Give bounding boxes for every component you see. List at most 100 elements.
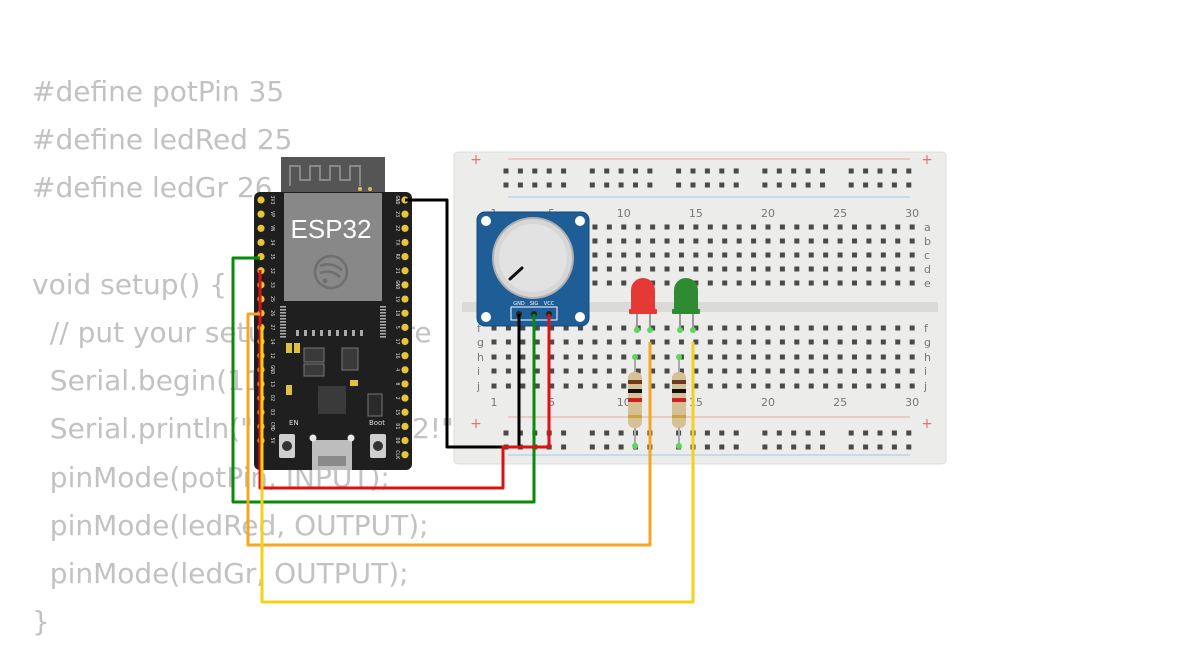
rail-hole[interactable] [618, 444, 624, 450]
rail-hole[interactable] [604, 444, 610, 450]
breadboard-hole[interactable] [808, 325, 814, 331]
breadboard-hole[interactable] [837, 238, 843, 244]
rail-hole[interactable] [561, 168, 567, 174]
breadboard-hole[interactable] [664, 325, 670, 331]
rail-hole[interactable] [517, 182, 523, 188]
breadboard-hole[interactable] [606, 238, 612, 244]
breadboard-hole[interactable] [779, 339, 785, 345]
breadboard-hole[interactable] [650, 368, 656, 374]
breadboard-hole[interactable] [722, 354, 728, 360]
rail-hole[interactable] [704, 430, 710, 436]
breadboard-hole[interactable] [823, 354, 829, 360]
breadboard-hole[interactable] [722, 339, 728, 345]
rail-hole[interactable] [805, 430, 811, 436]
wire-green-sig[interactable] [231, 256, 536, 504]
breadboard-hole[interactable] [664, 368, 670, 374]
rail-hole[interactable] [546, 168, 552, 174]
breadboard-hole[interactable] [635, 368, 641, 374]
breadboard-hole[interactable] [823, 252, 829, 258]
breadboard-hole[interactable] [563, 354, 569, 360]
esp32-left-pin[interactable] [257, 196, 265, 204]
breadboard-hole[interactable] [794, 325, 800, 331]
breadboard-hole[interactable] [909, 339, 915, 345]
breadboard-hole[interactable] [751, 280, 757, 286]
code-line[interactable]: #define ledGr 26 [32, 171, 273, 205]
rail-hole[interactable] [633, 168, 638, 174]
rail-hole[interactable] [891, 430, 897, 436]
esp32-left-pin[interactable] [257, 224, 265, 232]
breadboard-hole[interactable] [895, 339, 901, 345]
potentiometer[interactable]: GND SIG VCC [476, 211, 590, 327]
rail-hole[interactable] [503, 430, 509, 436]
esp32-right-pin[interactable] [401, 380, 409, 388]
breadboard-hole[interactable] [808, 368, 814, 374]
breadboard-hole[interactable] [866, 368, 872, 374]
breadboard-hole[interactable] [751, 325, 757, 331]
rail-hole[interactable] [762, 444, 768, 450]
esp32-right-pin[interactable] [401, 323, 409, 331]
rail-hole[interactable] [877, 182, 883, 188]
breadboard-hole[interactable] [578, 383, 584, 389]
rail-hole[interactable] [791, 182, 797, 188]
breadboard-hole[interactable] [794, 266, 800, 272]
breadboard-hole[interactable] [707, 383, 713, 389]
breadboard-hole[interactable] [751, 224, 757, 230]
breadboard-hole[interactable] [505, 368, 511, 374]
rail-hole[interactable] [891, 444, 897, 450]
esp32-right-pin[interactable] [401, 451, 409, 459]
breadboard-hole[interactable] [722, 368, 728, 374]
breadboard-hole[interactable] [621, 238, 627, 244]
breadboard-hole[interactable] [707, 224, 713, 230]
breadboard-hole[interactable] [693, 224, 699, 230]
rail-hole[interactable] [647, 182, 653, 188]
breadboard-hole[interactable] [650, 252, 656, 258]
breadboard-hole[interactable] [678, 224, 684, 230]
breadboard-hole[interactable] [895, 383, 901, 389]
breadboard-hole[interactable] [909, 280, 915, 286]
rail-hole[interactable] [820, 182, 825, 188]
rail-hole[interactable] [891, 168, 897, 174]
breadboard-hole[interactable] [664, 238, 670, 244]
breadboard-hole[interactable] [866, 325, 872, 331]
rail-hole[interactable] [877, 444, 883, 450]
rail-hole[interactable] [863, 182, 869, 188]
wire-red-vcc[interactable] [258, 270, 551, 490]
breadboard-hole[interactable] [794, 383, 800, 389]
esp32-board[interactable]: ESP32 EN Boot 3V3VPVN343532332526271412G… [254, 157, 412, 470]
breadboard-hole[interactable] [852, 354, 857, 360]
breadboard-hole[interactable] [909, 224, 915, 230]
breadboard-hole[interactable] [866, 252, 872, 258]
rail-hole[interactable] [906, 444, 912, 450]
breadboard-hole[interactable] [866, 266, 872, 272]
rail-hole[interactable] [863, 430, 869, 436]
breadboard-hole[interactable] [823, 383, 829, 389]
rail-hole[interactable] [503, 168, 509, 174]
breadboard-hole[interactable] [592, 224, 598, 230]
breadboard-hole[interactable] [722, 224, 728, 230]
breadboard-hole[interactable] [909, 383, 915, 389]
breadboard-hole[interactable] [693, 325, 699, 331]
breadboard-hole[interactable] [606, 354, 612, 360]
breadboard-hole[interactable] [895, 325, 901, 331]
breadboard-hole[interactable] [664, 252, 670, 258]
esp32-right-pin[interactable] [401, 267, 409, 275]
breadboard-hole[interactable] [880, 368, 886, 374]
rail-hole[interactable] [719, 444, 725, 450]
breadboard-hole[interactable] [621, 383, 627, 389]
breadboard-hole[interactable] [563, 383, 569, 389]
breadboard-hole[interactable] [578, 368, 584, 374]
rail-hole[interactable] [589, 168, 595, 174]
breadboard-hole[interactable] [765, 266, 771, 272]
rail-hole[interactable] [863, 168, 869, 174]
breadboard-hole[interactable] [779, 280, 785, 286]
breadboard-hole[interactable] [534, 339, 540, 345]
breadboard-hole[interactable] [852, 266, 857, 272]
breadboard-hole[interactable] [808, 354, 814, 360]
rail-hole[interactable] [532, 168, 538, 174]
breadboard-hole[interactable] [592, 280, 598, 286]
breadboard-hole[interactable] [880, 339, 886, 345]
breadboard-hole[interactable] [678, 339, 684, 345]
breadboard-hole[interactable] [664, 383, 670, 389]
breadboard-hole[interactable] [491, 354, 497, 360]
breadboard-hole[interactable] [505, 354, 511, 360]
